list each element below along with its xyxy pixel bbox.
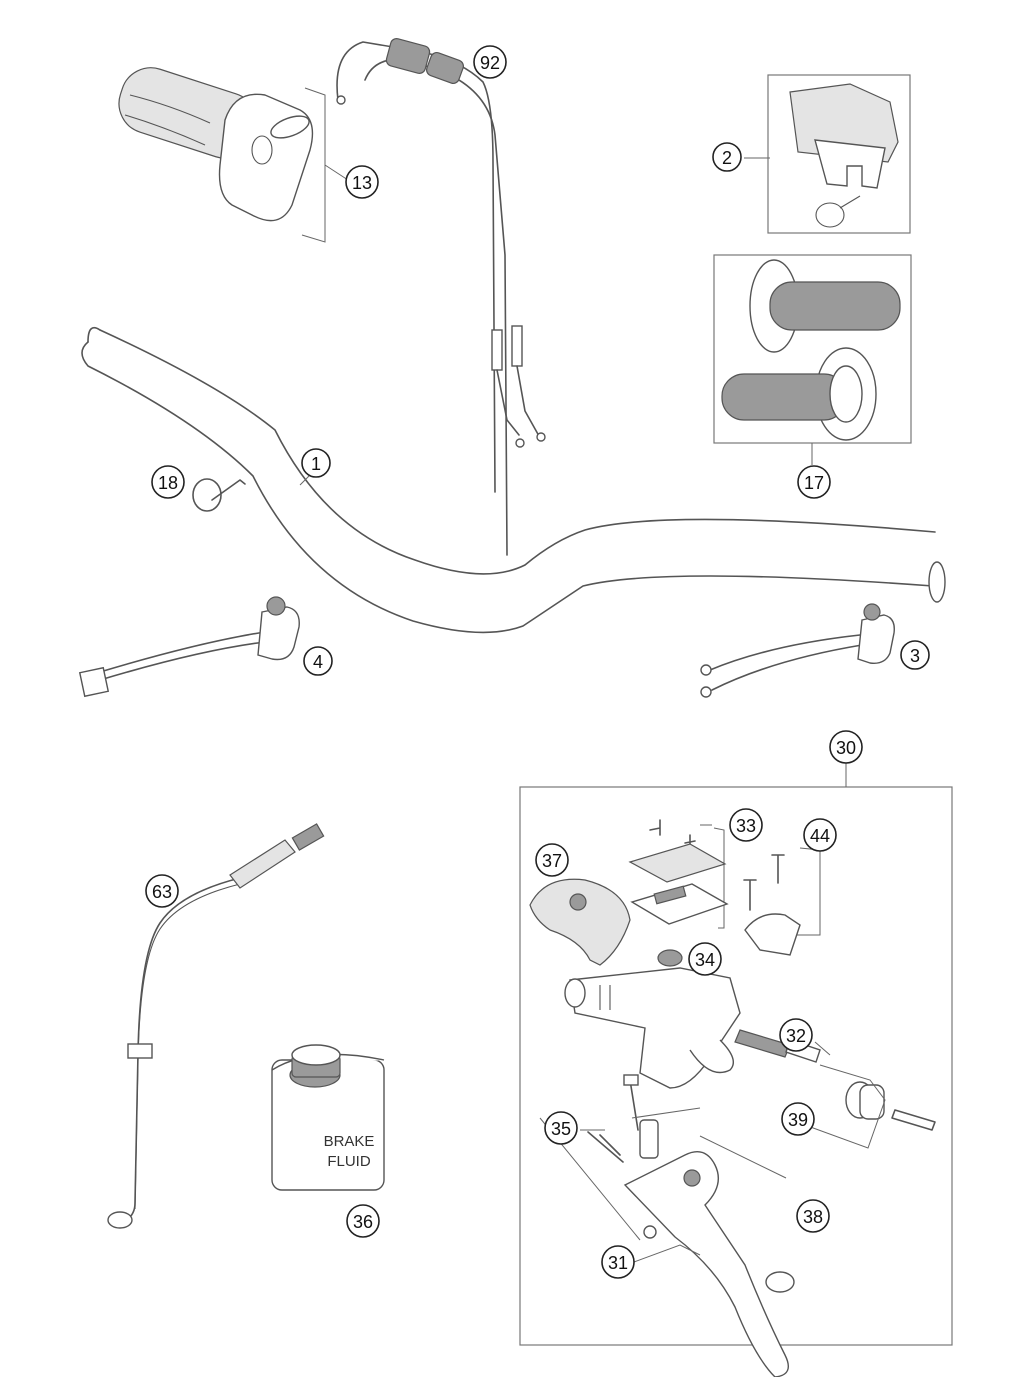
svg-text:92: 92 [480, 53, 500, 73]
brake-fluid-can: BRAKE FLUID [271, 1044, 385, 1191]
svg-text:17: 17 [804, 473, 824, 493]
handlebar-grips [713, 254, 912, 465]
svg-text:1: 1 [311, 454, 321, 474]
can-label-line2: FLUID [327, 1153, 371, 1170]
brake-master-cylinder-kit [519, 762, 953, 1377]
brake-line [107, 823, 325, 1229]
callout-4: 4 [303, 646, 333, 676]
callout-38: 38 [796, 1199, 830, 1233]
callout-31: 31 [601, 1245, 635, 1279]
callout-1: 1 [301, 448, 331, 478]
svg-text:30: 30 [836, 738, 856, 758]
svg-text:13: 13 [352, 173, 372, 193]
callout-32: 32 [779, 1018, 813, 1052]
switch-housing-assembly [744, 74, 911, 234]
can-label-line1: BRAKE [324, 1133, 375, 1150]
svg-text:34: 34 [695, 950, 715, 970]
svg-text:31: 31 [608, 1253, 628, 1273]
svg-text:2: 2 [722, 148, 732, 168]
kill-switch-left [78, 596, 300, 698]
svg-text:63: 63 [152, 882, 172, 902]
svg-text:39: 39 [788, 1110, 808, 1130]
callout-30: 30 [829, 730, 863, 764]
callout-37: 37 [535, 843, 569, 877]
callout-92: 92 [473, 45, 507, 79]
callout-39: 39 [781, 1102, 815, 1136]
svg-text:35: 35 [551, 1119, 571, 1139]
throttle-grip-assembly [118, 67, 349, 243]
svg-text:3: 3 [910, 646, 920, 666]
svg-text:37: 37 [542, 851, 562, 871]
svg-text:4: 4 [313, 652, 323, 672]
callout-13: 13 [345, 165, 379, 199]
callout-2: 2 [712, 142, 742, 172]
callout-63: 63 [145, 874, 179, 908]
svg-text:33: 33 [736, 816, 756, 836]
callout-36: 36 [346, 1204, 380, 1238]
svg-text:18: 18 [158, 473, 178, 493]
callout-35: 35 [544, 1111, 578, 1145]
svg-text:38: 38 [803, 1207, 823, 1227]
callout-33: 33 [729, 808, 763, 842]
handlebar [81, 326, 946, 634]
switch-right [700, 603, 895, 698]
callout-17: 17 [797, 465, 831, 499]
throttle-cable-set [336, 38, 546, 556]
callout-18: 18 [151, 465, 185, 499]
callout-3: 3 [900, 640, 930, 670]
callout-34: 34 [688, 942, 722, 976]
svg-text:32: 32 [786, 1026, 806, 1046]
svg-text:36: 36 [353, 1212, 373, 1232]
cable-tie [192, 478, 246, 512]
callout-44: 44 [803, 818, 837, 852]
svg-text:44: 44 [810, 826, 830, 846]
